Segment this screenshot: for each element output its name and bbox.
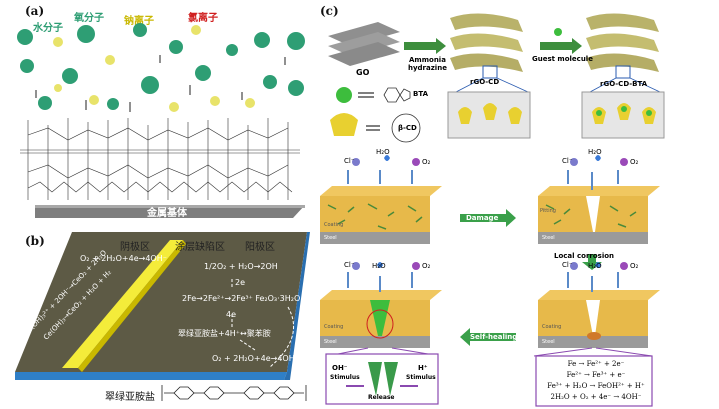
bcd-label: β-CD <box>398 124 417 132</box>
bta-sphere <box>336 87 352 103</box>
guest-label: Guest molecule <box>532 55 593 63</box>
release-label: Release <box>368 394 395 401</box>
rgo-cd-label: rGO-CD <box>470 78 500 86</box>
stage-corrosion <box>538 290 660 348</box>
stage-damaged <box>538 186 660 244</box>
panel-b-label: (b) <box>25 234 45 248</box>
reaction-3: Fe³⁺ + H₂O → FeOH²⁺ + H⁺ <box>547 382 645 390</box>
rgo-cd-bta-label: rGO-CD-BTA <box>600 80 648 88</box>
panel-a-illustration <box>17 23 305 218</box>
electron-4e: 4e <box>226 310 237 319</box>
electron-flow-arrows <box>231 277 295 368</box>
reaction-2: Fe²⁺ → Fe³⁺ + e⁻ <box>566 371 626 379</box>
legend-chloride: 氯离子 <box>188 13 218 24</box>
zone-defect: 涂层缺陷区 <box>175 242 225 253</box>
coating-defect-strip <box>62 240 183 368</box>
oh-label: OH⁻ <box>332 364 348 372</box>
reaction-list: Fe → Fe²⁺ + 2e⁻ Fe²⁺ → Fe³⁺ + e⁻ Fe³⁺ + … <box>542 359 650 403</box>
stage2-cl: Cl⁻ <box>562 157 573 165</box>
legend-oxygen: 氧分子 <box>74 13 104 24</box>
stage4-cl: Cl⁻ <box>344 261 355 269</box>
ammonia-label: Ammonia hydrazine <box>408 56 447 72</box>
diffusion-arrows <box>35 55 286 112</box>
bcd-cone <box>330 113 358 136</box>
eq-bottom: O₂ + 2H₂O+4e→4OH⁻ <box>212 354 299 363</box>
go-label: GO <box>356 68 370 77</box>
legend-sodium: 钠离子 <box>124 16 154 27</box>
panel-b: (b) 阴极区 涂层缺陷区 阳极区 O₂ + 2H₂O+4e→4OH⁻ Ce(O… <box>0 232 315 409</box>
release-box <box>325 353 439 405</box>
legend-water: 水分子 <box>33 23 63 34</box>
bta-label: BTA <box>413 90 428 98</box>
panel-c-illustration <box>320 13 665 407</box>
stage1-cl: Cl⁻ <box>344 157 355 165</box>
bta-structure <box>383 87 411 103</box>
stage1-steel: Steel <box>324 235 337 241</box>
stage4-steel: Steel <box>324 339 337 345</box>
pani-caption: 翠绿亚胺盐 <box>105 392 155 403</box>
coating-network <box>20 118 300 200</box>
panel-b-illustration <box>15 232 310 380</box>
local-corrosion-label: Local corrosion <box>554 252 615 260</box>
stage3-coating: Coating <box>542 324 562 330</box>
panel-c: (c) <box>318 0 719 409</box>
stage2-h2o: H₂O <box>588 148 602 156</box>
stage2-pitting: Pitting <box>540 208 556 214</box>
stage-healed <box>320 290 442 348</box>
self-healing-arrow <box>460 328 516 346</box>
stage4-h2o: H₂O <box>372 262 386 270</box>
eq-top: 1/2O₂ + H₂O→2OH <box>204 262 278 271</box>
pani-structure <box>161 385 307 401</box>
panel-c-label: (c) <box>320 4 339 18</box>
rgo-cd-sheets <box>450 13 523 72</box>
ammonia-arrow <box>404 38 446 54</box>
reaction-1: Fe → Fe²⁺ + 2e⁻ <box>567 360 625 368</box>
stage4-coating: Coating <box>324 324 344 330</box>
stage3-steel: Steel <box>542 339 555 345</box>
species-arrows <box>347 170 619 292</box>
ion-spheres <box>352 155 628 270</box>
substrate-label: 金属基体 <box>147 208 187 219</box>
eq-cathode: O₂ + 2H₂O+4e→4OH⁻ <box>80 254 167 263</box>
rgo-cd-bta-sheets <box>586 13 659 72</box>
zone-anode: 阳极区 <box>245 242 275 253</box>
self-healing-label: Self-healing <box>470 333 518 341</box>
stimulus-right: Stimulus <box>406 374 436 381</box>
fe-chain: 2Fe→2Fe²⁺→2Fe³⁺ Fe₂O₃·3H₂O <box>182 294 301 303</box>
stage1-coating: Coating <box>324 222 344 228</box>
guest-arrow <box>540 38 582 54</box>
zone-cathode: 阴极区 <box>120 242 150 253</box>
stage1-o2: O₂ <box>422 158 431 166</box>
reaction-4: 2H₂O + O₂ + 4e⁻ → 4OH⁻ <box>550 393 642 401</box>
go-sheets <box>328 22 400 66</box>
panel-a-label: (a) <box>25 4 45 18</box>
h-plus-label: H⁺ <box>418 364 428 372</box>
stage2-steel: Steel <box>542 235 555 241</box>
stage4-o2: O₂ <box>422 262 431 270</box>
stage1-h2o: H₂O <box>376 148 390 156</box>
electron-2e: 2e <box>235 278 246 287</box>
panel-a: (a) 水分子 氧分子 钠离子 氯离子 <box>0 0 315 232</box>
coating-slab <box>15 232 307 372</box>
pani-equilibrium: 翠绿亚胺盐+4H⁺↔聚苯胺 <box>178 329 271 338</box>
stage3-o2: O₂ <box>630 262 639 270</box>
stage3-cl: Cl⁻ <box>562 261 573 269</box>
damage-arrow <box>460 209 516 227</box>
stage3-h2o: H₂O <box>588 262 602 270</box>
molecules <box>17 23 305 112</box>
reactions-box <box>535 355 653 407</box>
damage-label: Damage <box>466 214 499 222</box>
stage2-o2: O₂ <box>630 158 639 166</box>
stimulus-left: Stimulus <box>330 374 360 381</box>
stage-intact <box>320 186 442 244</box>
bcd-structure <box>391 113 421 143</box>
metal-substrate <box>35 205 305 218</box>
